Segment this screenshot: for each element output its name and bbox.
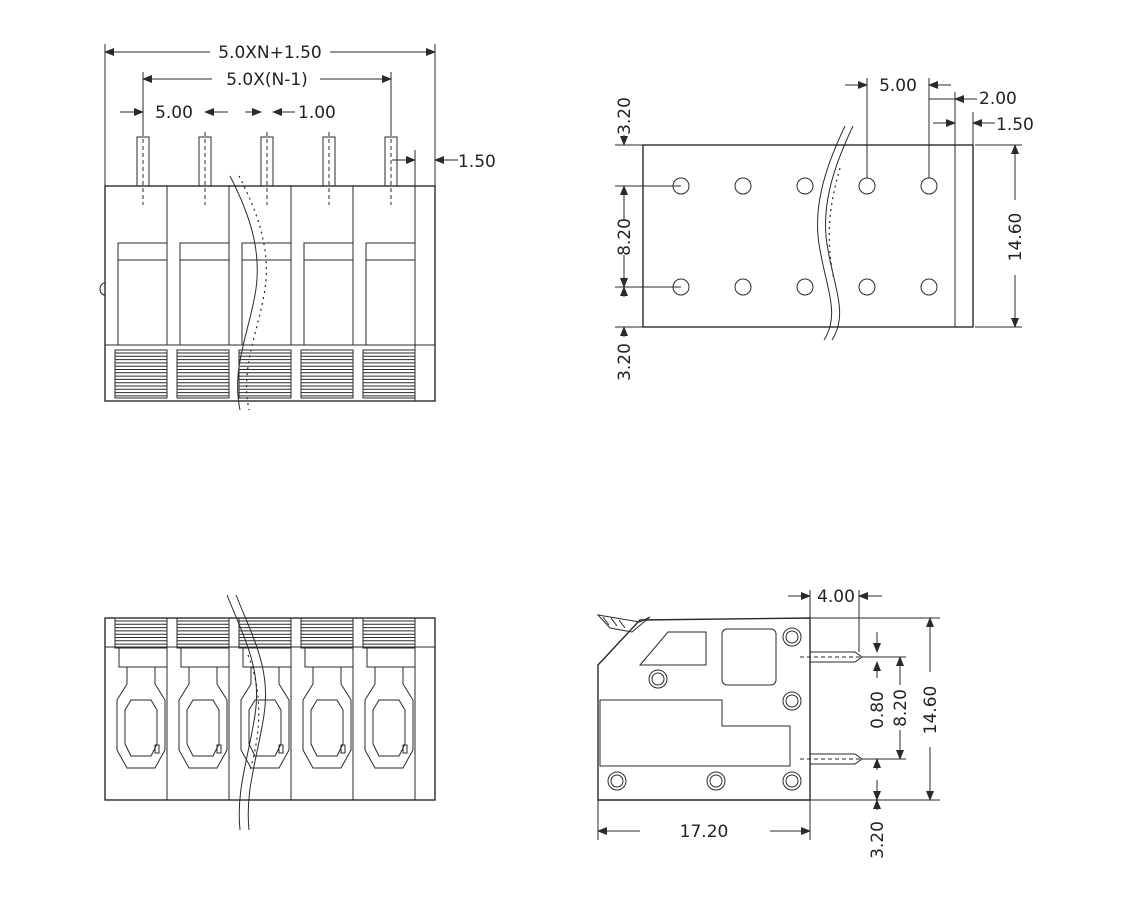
release-bars	[114, 349, 416, 399]
socket-outline	[364, 667, 414, 769]
dim-side-row-spacing: 8.20	[891, 689, 911, 727]
rear-view	[104, 594, 436, 831]
dim-top-pitch: 5.00	[879, 76, 917, 96]
top-view: 3.20 8.20 3.20 14.60 5.00 2.00 1.50	[615, 76, 1034, 381]
socket-inner	[372, 699, 406, 757]
dim-pitch: 5.00	[155, 103, 193, 123]
socket-outline	[302, 667, 352, 769]
screws	[607, 627, 802, 791]
dim-top-margin: 3.20	[615, 97, 635, 135]
socket-tab	[216, 744, 222, 754]
dim-pin-width: 1.00	[298, 103, 336, 123]
socket-inner	[248, 699, 282, 757]
socket-tab	[278, 744, 284, 754]
socket-outline	[240, 667, 290, 769]
socket-inner	[186, 699, 220, 757]
socket-inner	[310, 699, 344, 757]
socket-tab	[402, 744, 408, 754]
pcb-holes	[672, 177, 938, 296]
socket-outline	[178, 667, 228, 769]
dim-side-length: 17.20	[680, 822, 729, 842]
pole-separators-rear	[166, 618, 354, 800]
dim-side-height: 14.60	[921, 686, 941, 735]
dim-edge-b: 1.50	[996, 115, 1034, 135]
side-view: 4.00 0.80 8.20 14.60 17.20 3.20	[596, 587, 941, 859]
dim-overall-length: 5.0XN+1.50	[218, 43, 322, 63]
contact-windows	[116, 648, 416, 769]
socket-tab	[340, 744, 346, 754]
hatched-tops	[114, 617, 416, 649]
socket-inner	[124, 699, 158, 757]
dim-pin-diameter: 0.80	[868, 691, 888, 729]
dim-edge-offset: 1.50	[458, 152, 496, 172]
socket-tab	[154, 744, 160, 754]
pins	[136, 132, 398, 205]
socket-outline	[116, 667, 166, 769]
dim-edge-a: 2.00	[979, 89, 1017, 109]
dim-bottom-margin: 3.20	[615, 343, 635, 381]
dim-pin-offset: 4.00	[817, 587, 855, 607]
dim-side-bottom: 3.20	[868, 821, 888, 859]
front-view: 5.0XN+1.50 5.0X(N-1) 5.00 1.00 1.50	[99, 43, 496, 411]
dim-row-spacing: 8.20	[615, 218, 635, 256]
dim-overall-height: 14.60	[1006, 213, 1026, 262]
wire-openings	[117, 242, 416, 345]
dim-pin-span: 5.0X(N-1)	[226, 70, 308, 90]
